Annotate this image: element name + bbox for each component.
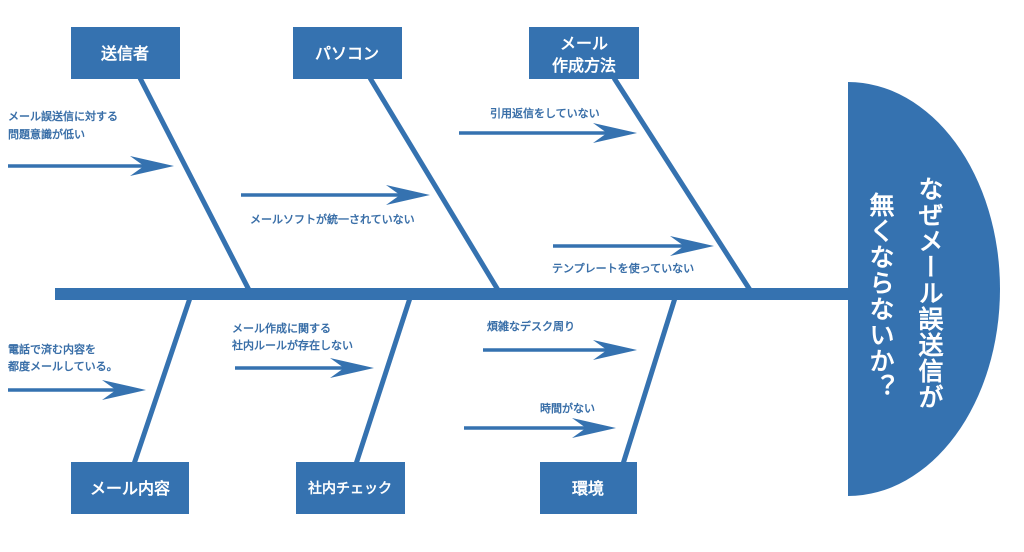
bone-sender xyxy=(137,76,252,292)
bone-internal-check xyxy=(353,297,413,465)
category-mail-method: メール 作成方法 xyxy=(529,27,639,79)
cause-label: メール誤送信に対する xyxy=(8,109,118,123)
category-label: 社内チェック xyxy=(307,480,392,497)
arrow-env-2 xyxy=(464,418,616,438)
arrow-sender-1 xyxy=(8,156,174,176)
cause-label: 煩雑なデスク周り xyxy=(487,319,575,333)
problem-statement-line1: なぜメール誤送信が xyxy=(915,176,944,410)
bone-pc xyxy=(367,76,501,292)
fish-head xyxy=(848,82,1000,496)
bone-environment xyxy=(620,297,678,465)
cause-label: メール作成に関する xyxy=(232,321,331,335)
arrow-content-1 xyxy=(8,380,146,400)
problem-statement-line2: 無くならないか？ xyxy=(866,192,895,400)
bone-mail-content xyxy=(131,297,193,465)
category-sender: 送信者 xyxy=(71,27,180,79)
spine xyxy=(55,288,850,300)
cause-label: 引用返信をしていない xyxy=(490,106,600,120)
category-label: 作成方法 xyxy=(552,56,616,75)
category-label: パソコン xyxy=(315,44,379,63)
cause-label: 時間がない xyxy=(540,401,595,415)
category-label: 環境 xyxy=(572,479,604,498)
category-environment: 環境 xyxy=(540,462,637,514)
category-label: メール xyxy=(560,34,608,53)
category-label: メール内容 xyxy=(90,479,170,498)
category-mail-content: メール内容 xyxy=(71,462,189,514)
cause-label: メールソフトが統一されていない xyxy=(250,212,415,226)
arrow-pc-1 xyxy=(241,185,430,205)
cause-label: 都度メールしている。 xyxy=(7,359,118,373)
category-internal-check: 社内チェック xyxy=(296,462,405,514)
arrow-method-2 xyxy=(553,236,714,256)
cause-label: 電話で済む内容を xyxy=(8,342,96,356)
arrow-env-1 xyxy=(483,340,637,360)
category-label: 送信者 xyxy=(100,44,149,63)
arrow-check-1 xyxy=(235,358,374,378)
category-pc: パソコン xyxy=(293,27,402,79)
cause-label: 社内ルールが存在しない xyxy=(231,338,353,352)
cause-label: テンプレートを使っていない xyxy=(552,261,694,275)
bone-mail-method xyxy=(611,76,753,292)
arrow-method-1 xyxy=(459,123,637,143)
cause-label: 問題意識が低い xyxy=(8,127,85,141)
